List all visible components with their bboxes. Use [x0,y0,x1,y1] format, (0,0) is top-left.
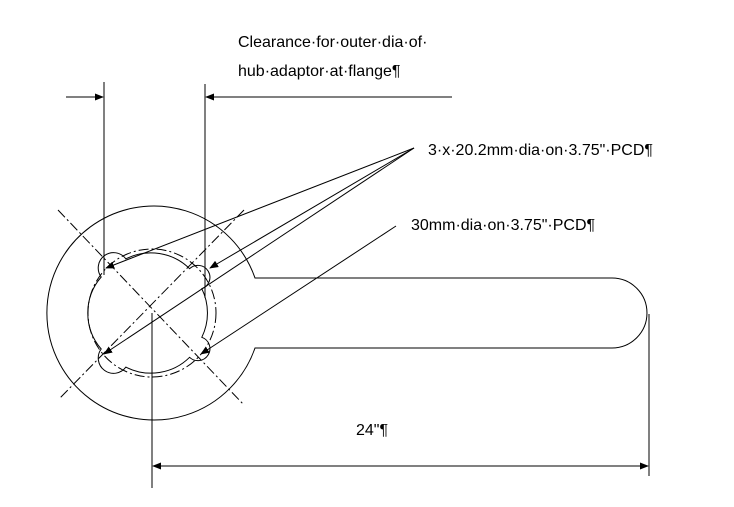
inner-cutout [87,252,211,374]
leader-line-hole-top-right [209,147,415,269]
holes-3x-label: 3·x·20.2mm·dia·on·3.75"·PCD¶ [428,142,653,159]
clearance-label-line1: Clearance·for·outer·dia·of· [238,34,427,51]
tool-outline [46,205,648,421]
clearance-label-line2: hub·adaptor·at·flange¶ [238,63,400,80]
hole-30mm-label: 30mm·dia·on·3.75"·PCD¶ [411,217,595,234]
centerline-diagonal-b [59,209,245,399]
leader-line-hole-bottom-left [103,147,415,355]
centerline-diagonal-a [57,209,245,406]
pitch-circle [87,248,217,378]
leader-line-30mm-hole [200,225,397,355]
length-dimension-label: 24"¶ [356,422,388,439]
leader-line-hole-top-left [105,147,415,269]
